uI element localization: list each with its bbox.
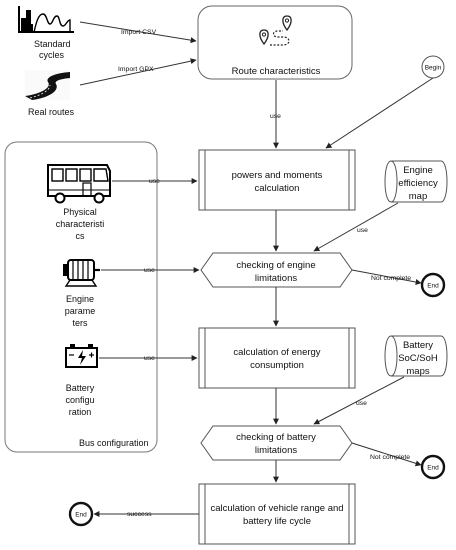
- use-label-efficiency: use: [357, 227, 368, 234]
- checking-engine-label-line1: checking of engine: [236, 260, 315, 271]
- engine-parameters-line1: Engine: [66, 294, 94, 304]
- physical-characteristics-line1: Physical: [63, 207, 97, 217]
- route-characteristics-box: [197, 5, 353, 80]
- standard-cycles-label-line2: cycles: [39, 50, 65, 60]
- energy-consumption-box: [198, 327, 356, 389]
- edge-battery-end: [351, 442, 422, 467]
- edge-efficiency-engine: [313, 202, 399, 252]
- road-icon: [25, 70, 70, 100]
- powers-moments-label-line1: powers and moments: [232, 170, 323, 181]
- end-node-engine: [420, 272, 446, 298]
- use-label-bus: use: [149, 178, 160, 185]
- battery-maps-label-line1: Battery: [403, 340, 433, 351]
- end-node-battery: [420, 454, 446, 480]
- edge-maps-battery: [313, 376, 405, 425]
- battery-maps-label-line2: SoC/SoH: [398, 353, 438, 364]
- use-label-route: use: [270, 113, 281, 120]
- bus-configuration-group: [4, 141, 158, 453]
- engine-parameters-line3: ters: [72, 318, 88, 328]
- battery-icon: [65, 344, 98, 368]
- range-calculation-label-line2: battery life cycle: [243, 516, 311, 527]
- bus-icon: [47, 164, 111, 204]
- powers-moments-label-line2: calculation: [255, 183, 300, 194]
- battery-configuration-line2: configu: [65, 395, 94, 405]
- end-label-battery: End: [427, 465, 439, 472]
- use-label-battery: use: [144, 355, 155, 362]
- bus-configuration-title: Bus configuration: [79, 438, 149, 448]
- checking-battery-label-line1: checking of battery: [236, 432, 316, 443]
- checking-engine-node: [200, 252, 353, 288]
- import-gpx-label: Import GPX: [118, 66, 154, 73]
- edge-import-csv: [79, 21, 197, 44]
- energy-consumption-label-line1: calculation of energy: [233, 347, 320, 358]
- physical-characteristics-line3: cs: [76, 231, 86, 241]
- real-routes-label: Real routes: [28, 107, 75, 117]
- end-label-success: End: [75, 512, 87, 519]
- not-complete-label-battery: Not complete: [370, 454, 410, 461]
- import-csv-label: Import CSV: [121, 29, 157, 36]
- battery-configuration-line1: Battery: [66, 383, 95, 393]
- engine-efficiency-label-line2: efficiency: [398, 178, 438, 189]
- checking-engine-label-line2: limitations: [255, 273, 297, 284]
- standard-cycles-chart-icon: [18, 6, 74, 33]
- not-complete-label-engine: Not complete: [371, 275, 411, 282]
- physical-characteristics-line2: characteristi: [56, 219, 105, 229]
- standard-cycles-label-line1: Standard: [34, 39, 71, 49]
- motor-icon: [63, 259, 100, 287]
- use-label-maps: use: [356, 400, 367, 407]
- begin-label: Begin: [425, 65, 442, 72]
- energy-consumption-label-line2: consumption: [250, 360, 304, 371]
- engine-efficiency-label-line1: Engine: [403, 165, 433, 176]
- battery-maps-label-line3: maps: [406, 366, 429, 377]
- route-characteristics-label: Route characteristics: [232, 66, 321, 77]
- powers-moments-box: [198, 149, 356, 211]
- engine-efficiency-label-line3: map: [409, 191, 427, 202]
- edge-import-gpx: [79, 58, 197, 86]
- checking-battery-label-line2: limitations: [255, 445, 297, 456]
- end-label-engine: End: [427, 283, 439, 290]
- edge-engine-end: [351, 269, 422, 285]
- range-calculation-label-line1: calculation of vehicle range and: [210, 503, 343, 514]
- use-label-motor: use: [144, 267, 155, 274]
- end-node-success: [68, 501, 94, 527]
- range-calculation-box: [198, 483, 356, 545]
- checking-battery-node: [200, 425, 353, 461]
- engine-parameters-line2: parame: [65, 306, 96, 316]
- edge-begin-powers: [325, 77, 434, 149]
- route-map-icon: [259, 15, 292, 46]
- success-label: success: [127, 511, 152, 518]
- engine-efficiency-map-store: [384, 160, 448, 203]
- battery-maps-store: [384, 335, 448, 377]
- battery-configuration-line3: ration: [69, 407, 92, 417]
